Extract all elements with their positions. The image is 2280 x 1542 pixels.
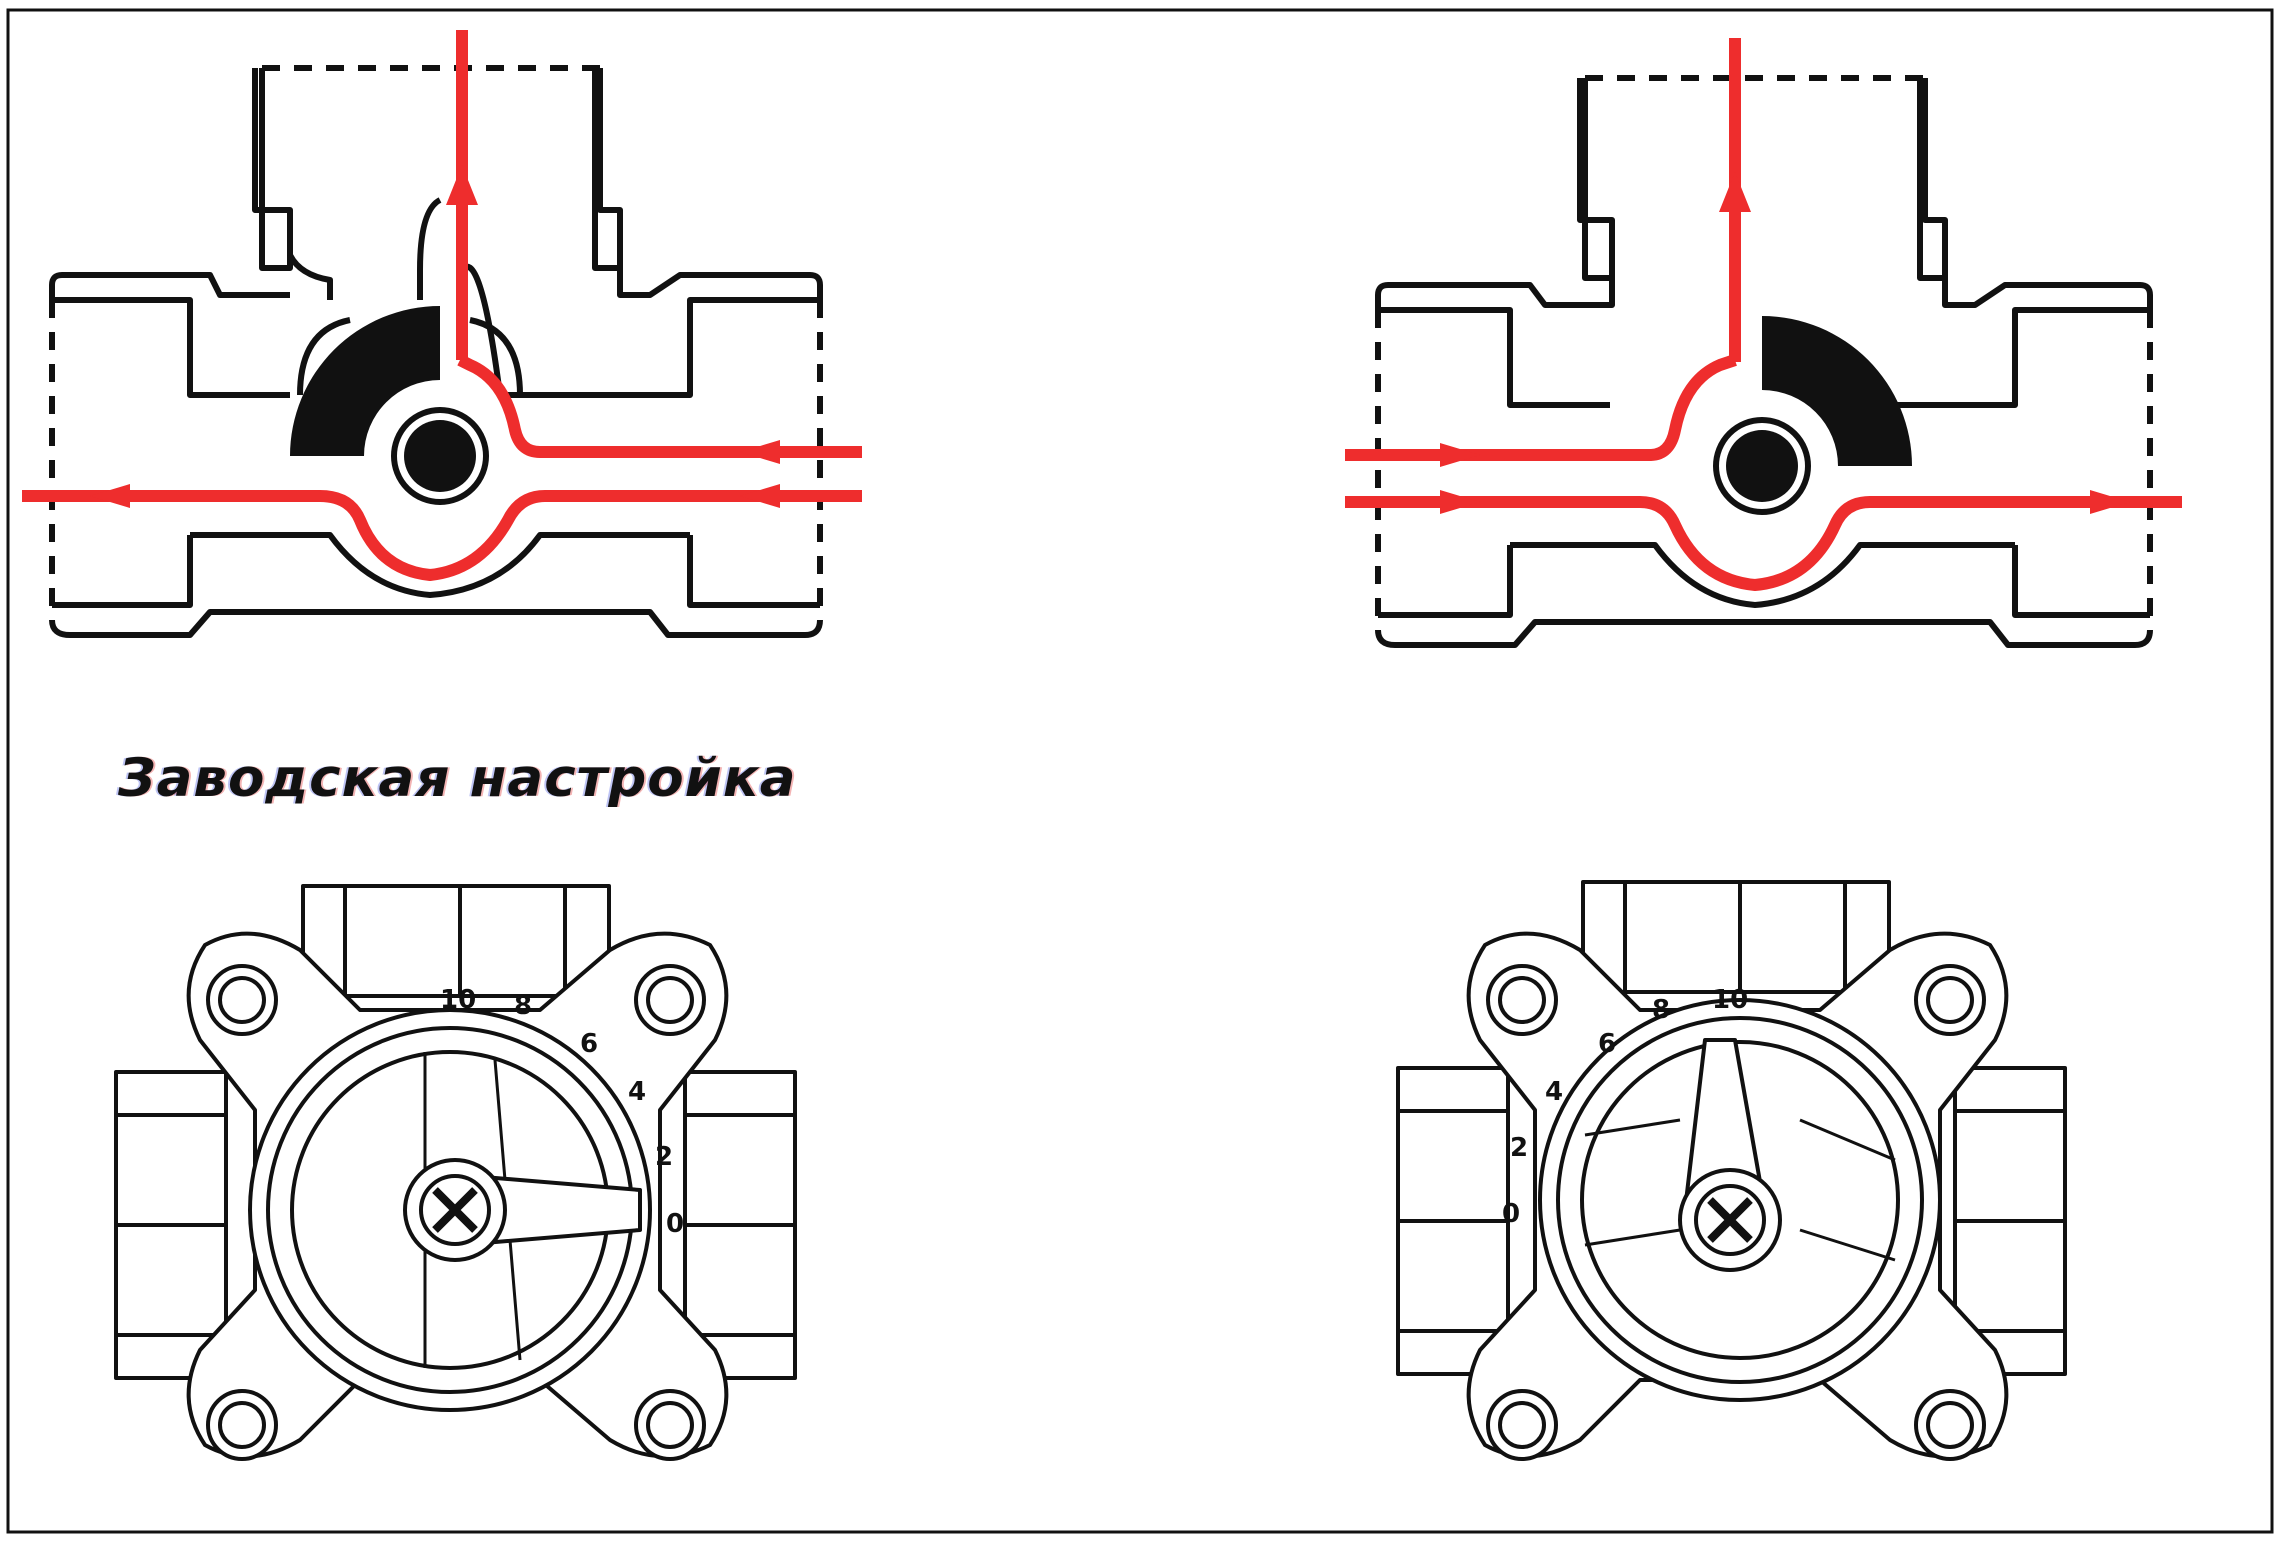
scale-label: 0 [1502,1199,1520,1229]
figure-border [6,8,2274,1534]
scale-label: 8 [514,991,532,1021]
flow-arrows-left [90,165,780,508]
valve-front-left [114,884,797,1461]
scale-label: 4 [1545,1077,1563,1107]
factory-setting-caption: Заводская настройка [118,748,797,809]
scale-label: 0 [666,1209,684,1239]
scale-label: 6 [580,1029,598,1059]
scale-label: 2 [1510,1133,1528,1163]
scale-label: 10 [440,985,476,1015]
dial-scale-left: 10 8 6 4 2 0 [440,985,684,1239]
scale-label: 8 [1652,995,1670,1025]
scale-label: 10 [1712,985,1748,1015]
shutter-left [290,306,489,505]
valve-front-right [1396,880,2067,1461]
scale-label: 4 [628,1077,646,1107]
scale-label: 2 [655,1142,673,1172]
shutter-right [1713,316,1912,515]
valve-section-right [1375,75,2153,648]
dial-scale-right: 0 2 4 6 8 10 [1502,985,1748,1229]
scale-label: 6 [1598,1029,1616,1059]
flow-arrows-right [1440,172,2130,514]
valve-section-left [49,65,823,638]
